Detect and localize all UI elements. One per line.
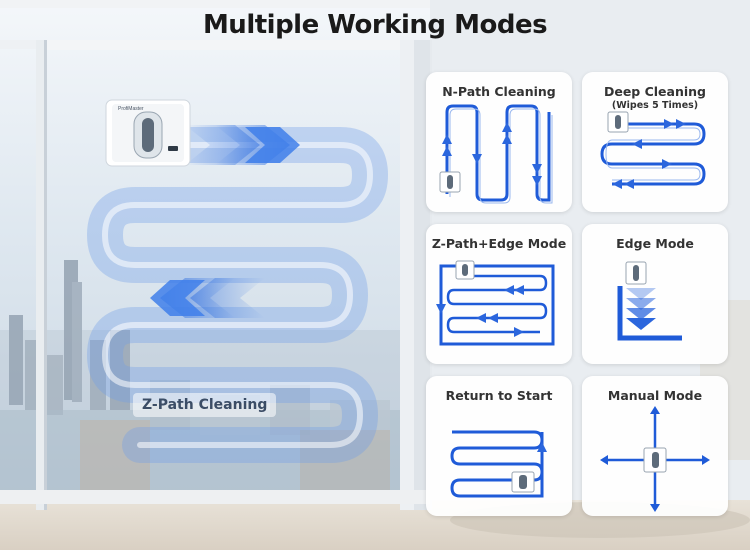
mode-title: Manual Mode <box>607 388 703 403</box>
motion-arrows-left <box>150 278 265 318</box>
motion-arrows-right <box>185 125 300 165</box>
robot-brand: ProfiMaster <box>118 106 144 112</box>
n-path-diagram <box>439 104 553 204</box>
mode-card-edge-mode: Edge Mode <box>582 224 728 364</box>
deep-cleaning-diagram <box>600 111 706 189</box>
mode-subtitle: (Wipes 5 Times) <box>611 100 699 111</box>
mode-card-deep-cleaning: Deep Cleaning (Wipes 5 Times) <box>582 72 728 212</box>
z-path-cleaning-route <box>87 127 388 463</box>
manual-mode-diagram <box>600 406 710 512</box>
mode-title: Z-Path+Edge Mode <box>431 236 567 251</box>
mode-card-return-to-start: Return to Start <box>426 376 572 516</box>
mode-card-manual-mode: Manual Mode <box>582 376 728 516</box>
edge-mode-diagram <box>617 261 682 341</box>
return-to-start-diagram <box>450 430 547 498</box>
mode-title: Return to Start <box>445 388 553 403</box>
deep-cleaning-arrows <box>612 119 686 189</box>
mode-card-z-path-edge: Z-Path+Edge Mode <box>426 224 572 364</box>
page-title: Multiple Working Modes <box>202 10 548 40</box>
mode-card-n-path: N-Path Cleaning <box>426 72 572 212</box>
mode-title: Deep Cleaning <box>603 84 707 99</box>
mode-title: N-Path Cleaning <box>442 84 556 99</box>
z-path-label: Z-Path Cleaning <box>133 393 277 417</box>
z-path-edge-arrows <box>436 285 524 337</box>
z-path-edge-diagram <box>436 260 555 346</box>
window-robot: ProfiMaster <box>105 99 191 167</box>
n-path-arrows <box>442 122 542 186</box>
return-arrows <box>537 442 547 452</box>
edge-mode-arrows <box>626 288 656 330</box>
manual-direction-arrows <box>600 406 710 512</box>
mode-title: Edge Mode <box>616 236 694 251</box>
